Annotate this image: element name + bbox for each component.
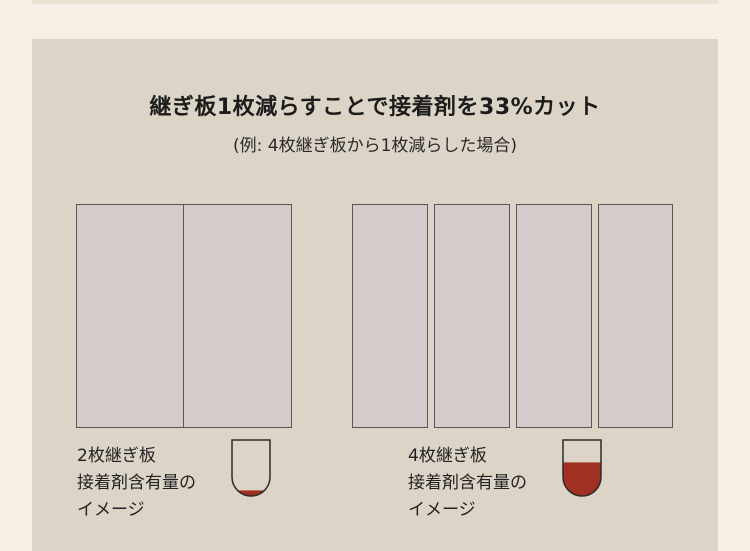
top-divider [32, 0, 718, 4]
four-board-illustration [352, 204, 673, 428]
caption-line: イメージ [77, 500, 145, 520]
board-panel [183, 204, 292, 428]
adhesive-cup-icon [231, 439, 271, 497]
board-panel [434, 204, 510, 428]
adhesive-cup-icon [562, 439, 602, 497]
board-panel [352, 204, 428, 428]
page-subtitle: (例: 4枚継ぎ板から1枚減らした場合) [232, 136, 518, 156]
board-panel [516, 204, 592, 428]
caption-line: 2枚継ぎ板 [77, 446, 156, 466]
four-board-caption: 4枚継ぎ板 接着剤含有量の イメージ [408, 443, 527, 524]
board-panel [76, 204, 185, 428]
page-title: 継ぎ板1枚減らすことで接着剤を33%カット [149, 95, 601, 120]
caption-line: 接着剤含有量の [77, 473, 196, 493]
caption-line: 接着剤含有量の [408, 473, 527, 493]
comparison-panel: 継ぎ板1枚減らすことで接着剤を33%カット (例: 4枚継ぎ板から1枚減らした場… [32, 39, 718, 551]
adhesive-fill [563, 462, 601, 496]
two-board-caption: 2枚継ぎ板 接着剤含有量の イメージ [77, 443, 196, 524]
adhesive-fill [232, 490, 270, 496]
caption-line: イメージ [408, 500, 476, 520]
board-panel [598, 204, 673, 428]
two-board-illustration [76, 204, 292, 428]
caption-line: 4枚継ぎ板 [408, 446, 487, 466]
